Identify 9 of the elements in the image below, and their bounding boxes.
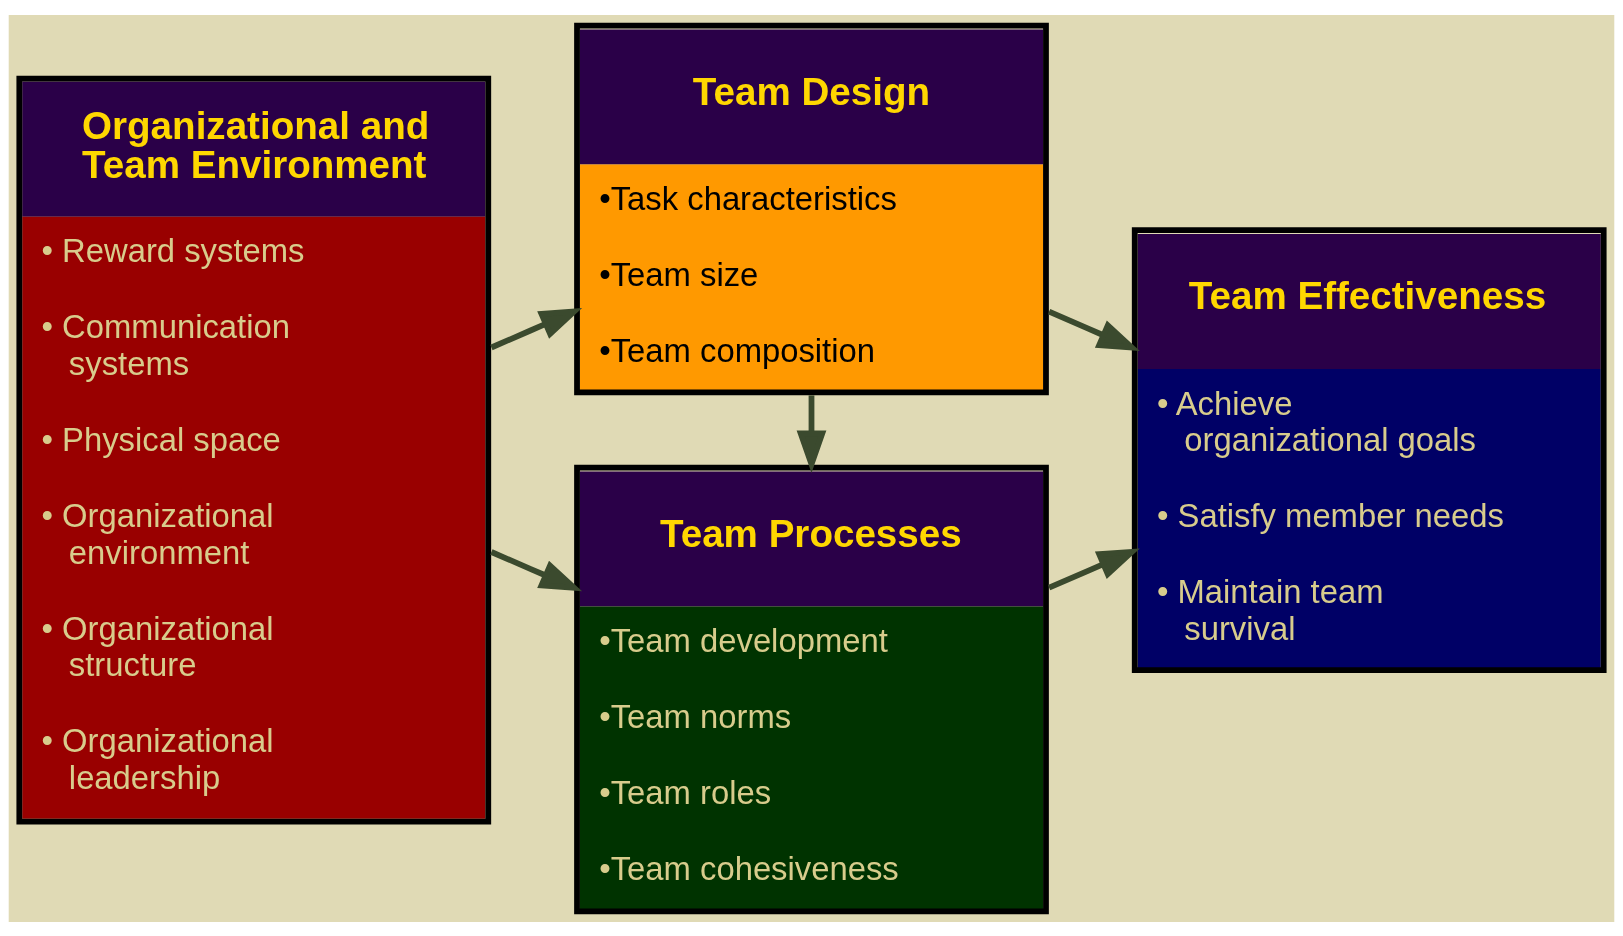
arrow — [1047, 547, 1140, 590]
arrow — [490, 548, 583, 591]
arrow — [490, 307, 583, 350]
arrow — [1047, 308, 1140, 351]
node-box: Team Processes •Team development •Team norms •Team roles •Team cohesiveness — [574, 464, 1049, 914]
node-box: Team Design •Task characteristics •Team size •Team composition — [574, 22, 1049, 395]
node-box: Team Effectiveness • Achieve organizational goals • Satisfy member needs • Maintain team survival — [1131, 226, 1607, 673]
node-box: Organizational and Team Environment • Reward systems • Communication systems • Physical space • Organizational environment • Organizational structure • Organizational leadership — [16, 75, 492, 825]
arrow — [796, 394, 827, 473]
